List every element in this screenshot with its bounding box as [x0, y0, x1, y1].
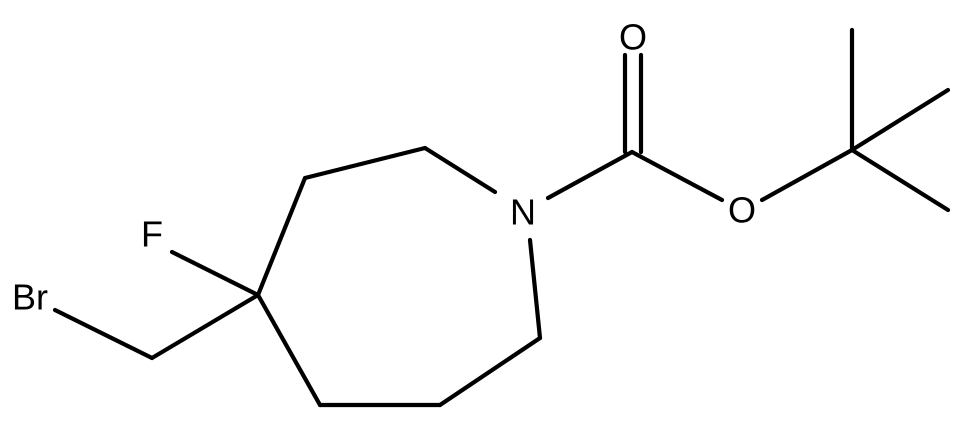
atom-o-ester: O — [728, 190, 756, 231]
atom-o-carbonyl: O — [619, 17, 647, 58]
bond-c4-ch2 — [149, 292, 261, 361]
bond-c2-c3 — [302, 145, 428, 181]
bond-ch2-br — [52, 307, 155, 361]
atom-f: F — [141, 214, 163, 255]
bond-tbu-me-right-up — [849, 87, 951, 153]
bond-c4-f — [169, 249, 261, 298]
bond-o-tbu — [759, 147, 855, 203]
bond-carbonyl-o-ester — [629, 149, 725, 203]
bond-c4-c5 — [255, 292, 323, 408]
bond-c3-c4 — [255, 175, 308, 298]
bond-c6-c7 — [437, 335, 543, 408]
bond-n-c2 — [422, 145, 498, 195]
bond-c7-n — [527, 237, 543, 341]
bond-tbu-me-right-down — [849, 147, 951, 213]
atom-br: Br — [12, 277, 48, 318]
atom-n: N — [510, 192, 536, 233]
bond-n-carbonyl — [545, 149, 635, 201]
